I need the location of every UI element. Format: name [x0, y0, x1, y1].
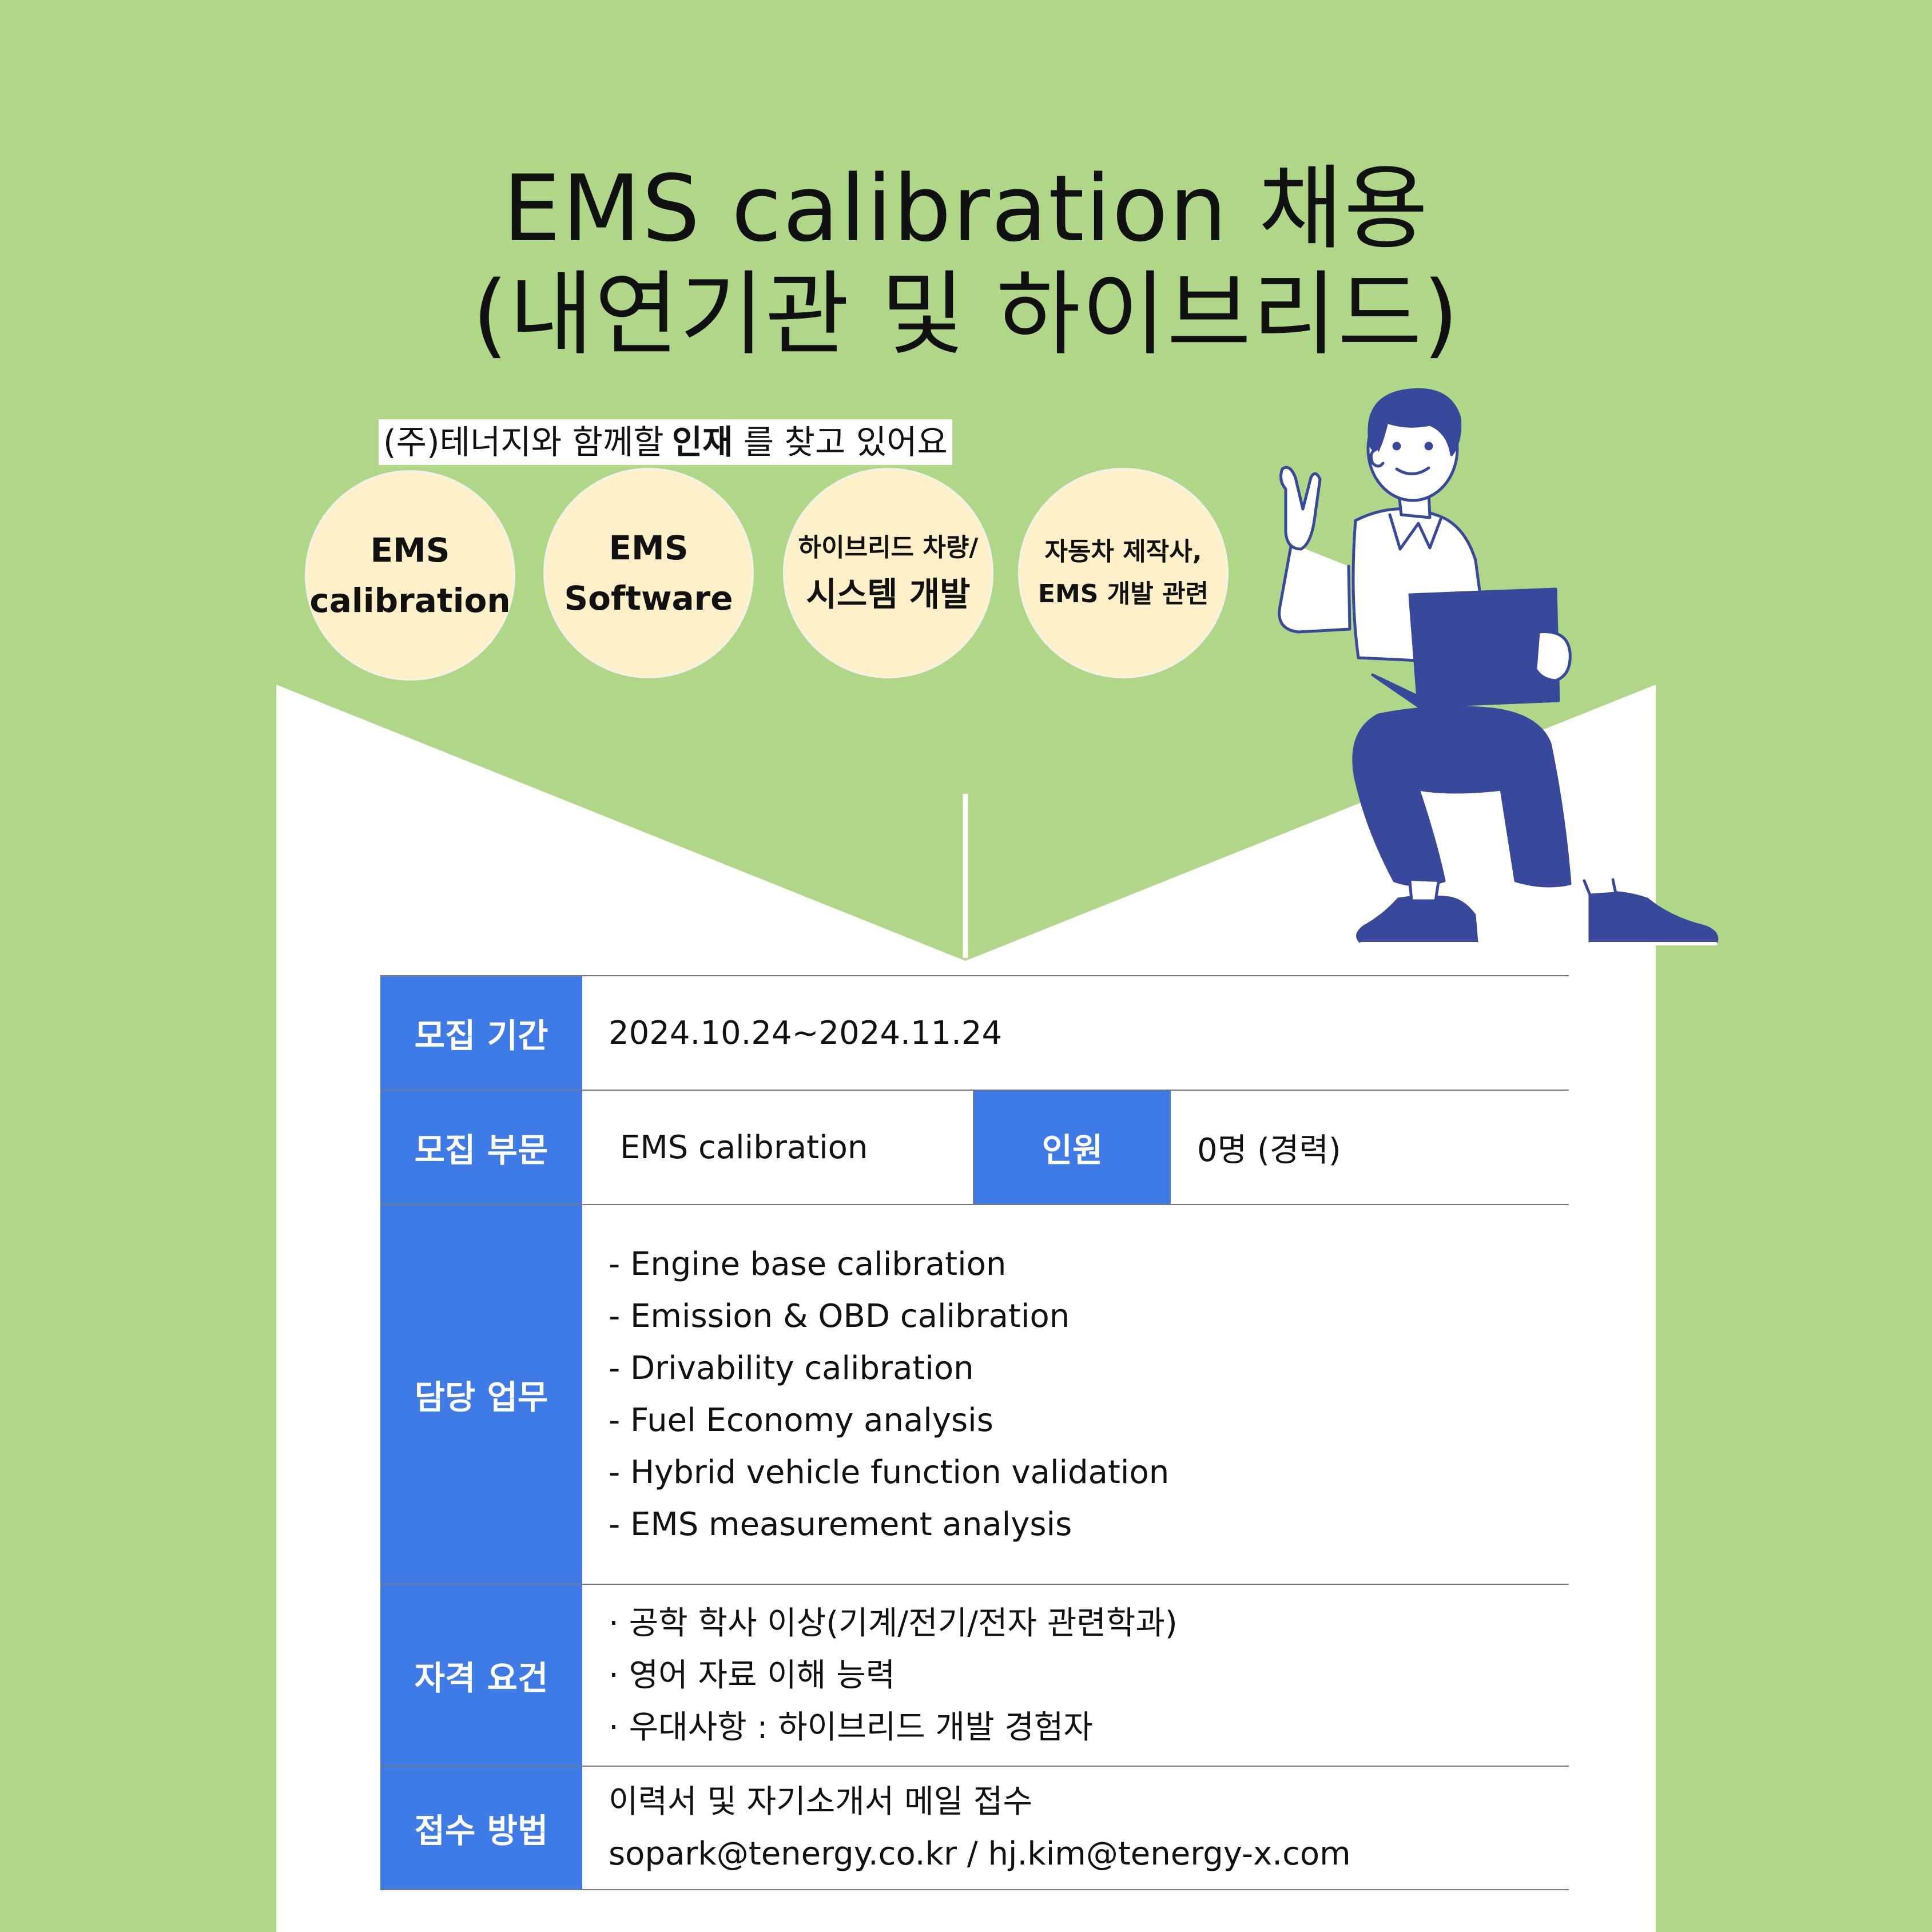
division-value: EMS calibration: [582, 1090, 974, 1204]
circle-line-1: 하이브리드 차량/: [798, 533, 979, 562]
apply-label: 접수 방법: [380, 1766, 582, 1890]
table-row-requirements: 자격 요건 · 공학 학사 이상(기계/전기/전자 관련학과) · 영어 자료 …: [380, 1584, 1569, 1766]
tagline-after: 를 찾고 있어요: [743, 423, 948, 462]
requirements-label: 자격 요건: [380, 1584, 582, 1766]
recruitment-info-table: 모집 기간 2024.10.24~2024.11.24 모집 부문 EMS ca…: [380, 975, 1569, 1890]
circle-line-2: 시스템 개발: [806, 575, 971, 614]
table-row-period: 모집 기간 2024.10.24~2024.11.24: [380, 976, 1569, 1090]
circle-line-1: EMS: [609, 528, 689, 567]
table-row-apply: 접수 방법 이력서 및 자기소개서 메일 접수 sopark@tenergy.c…: [380, 1766, 1569, 1890]
list-item: · 공학 학사 이상(기계/전기/전자 관련학과): [609, 1604, 1178, 1642]
page-title-line-1: EMS calibration 채용: [503, 155, 1429, 262]
list-item: - Fuel Economy analysis: [609, 1402, 993, 1439]
circle-automaker-ems: 자동차 제작사, EMS 개발 관련: [1018, 468, 1229, 678]
headcount-value: 0명 (경력): [1197, 1131, 1341, 1169]
tagline-highlight: 인재: [671, 423, 733, 462]
table-row-duties: 담당 업무 - Engine base calibration - Emissi…: [380, 1204, 1569, 1584]
circle-hybrid-system: 하이브리드 차량/ 시스템 개발: [783, 468, 993, 678]
circle-line-1: 자동차 제작사,: [1044, 537, 1202, 566]
requirements-list: · 공학 학사 이상(기계/전기/전자 관련학과) · 영어 자료 이해 능력 …: [582, 1584, 1569, 1766]
circle-ems-software: EMS Software: [543, 468, 754, 678]
duties-list: - Engine base calibration - Emission & O…: [582, 1204, 1569, 1584]
list-item: - Drivability calibration: [609, 1350, 974, 1387]
list-item: - Emission & OBD calibration: [609, 1298, 1070, 1335]
division-label: 모집 부문: [380, 1090, 582, 1204]
table-row-division: 모집 부문 EMS calibration 인원 0명 (경력): [380, 1090, 1569, 1204]
circle-line-1: EMS: [370, 531, 450, 570]
list-item: 이력서 및 자기소개서 메일 접수: [609, 1783, 1032, 1820]
list-item: - EMS measurement analysis: [609, 1506, 1072, 1543]
circle-ems-calibration: EMS calibration: [305, 470, 515, 681]
circle-line-2: calibration: [309, 581, 511, 620]
apply-list: 이력서 및 자기소개서 메일 접수 sopark@tenergy.co.kr /…: [582, 1766, 1569, 1890]
period-value: 2024.10.24~2024.11.24: [609, 1014, 1003, 1052]
email-addresses: sopark@tenergy.co.kr / hj.kim@tenergy-x.…: [609, 1835, 1351, 1873]
list-item: · 우대사항 : 하이브리드 개발 경험자: [609, 1708, 1093, 1746]
circle-line-2: Software: [564, 579, 733, 618]
period-label: 모집 기간: [380, 976, 582, 1090]
headcount-label: 인원: [973, 1090, 1171, 1204]
circle-line-2: EMS 개발 관련: [1037, 579, 1209, 609]
list-item: · 영어 자료 이해 능력: [609, 1656, 896, 1694]
list-item: - Engine base calibration: [609, 1246, 1007, 1283]
tagline-before: (주)테너지와 함께할: [383, 423, 664, 462]
duties-label: 담당 업무: [380, 1204, 582, 1584]
person-with-laptop-illustration: [1278, 388, 1719, 945]
page-title-line-2: (내연기관 및 하이브리드): [472, 261, 1460, 368]
list-item: - Hybrid vehicle function validation: [609, 1454, 1170, 1491]
